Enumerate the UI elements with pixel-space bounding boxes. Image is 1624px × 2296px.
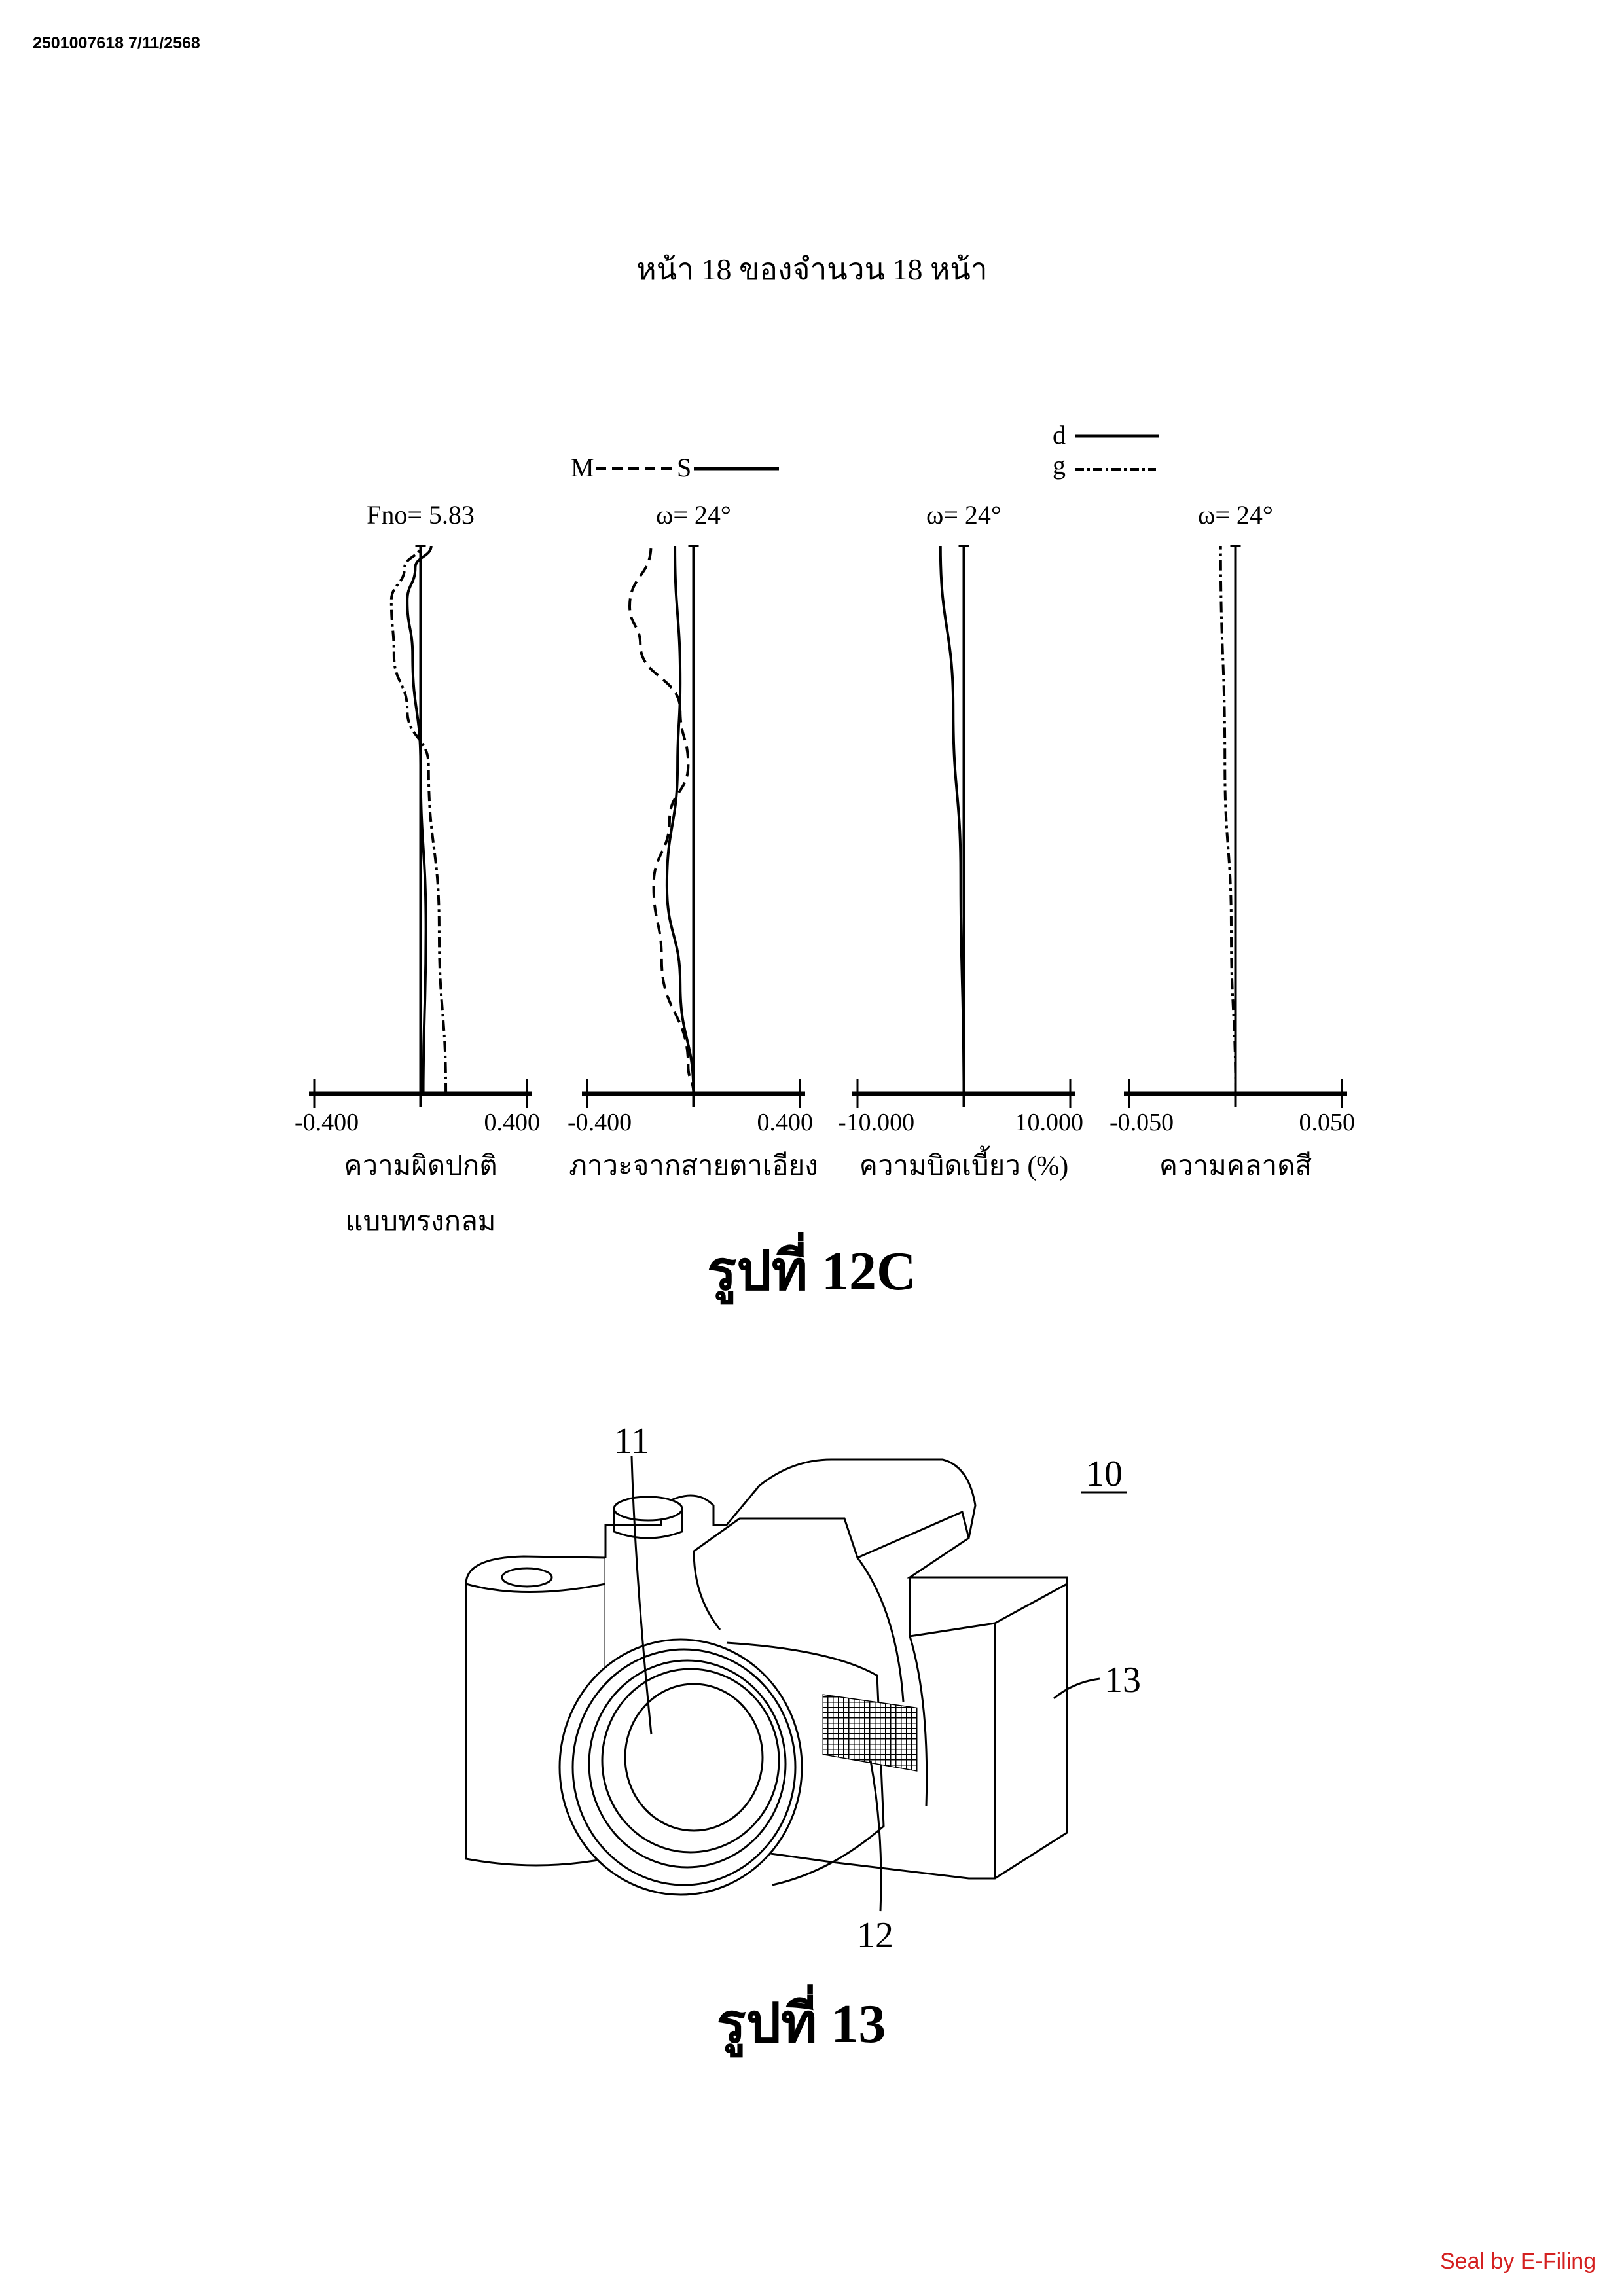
series-g-curve — [1219, 545, 1237, 1094]
legend-s: S — [677, 453, 691, 482]
plot-title: Fno= 5.83 — [367, 500, 475, 529]
legend-d: d — [1053, 420, 1066, 450]
figure-13-caption: รูปที่ 13 — [717, 1984, 886, 2058]
camera-drawing — [465, 1456, 1100, 1912]
series-d-curve — [406, 545, 433, 1094]
tick-label-right: 0.400 — [757, 1109, 814, 1136]
x-axis-label: ภาวะจากสายตาเอียง — [569, 1151, 818, 1181]
tick-label-left: -0.400 — [568, 1109, 632, 1136]
label-lens: 11 — [614, 1421, 649, 1462]
legend-m: M — [571, 453, 594, 482]
plot-title: ω= 24° — [1198, 500, 1273, 529]
legend-g: g — [1053, 450, 1066, 480]
label-camera: 10 — [1086, 1454, 1123, 1494]
series-s-curve — [665, 545, 695, 1094]
tick-label-right: 0.400 — [484, 1109, 541, 1136]
grille — [822, 1694, 918, 1772]
series-distortion-curve — [939, 545, 965, 1094]
tick-label-right: 10.000 — [1015, 1109, 1084, 1136]
label-grip: 13 — [1104, 1660, 1141, 1700]
x-axis-label: ความผิดปกติ — [344, 1151, 497, 1181]
tick-label-right: 0.050 — [1299, 1109, 1356, 1136]
x-axis-label: ความบิดเบี้ยว (%) — [859, 1145, 1069, 1181]
seal-text: Seal by E-Filing — [1440, 2249, 1597, 2274]
x-axis-label-line2: แบบทรงกลม — [346, 1207, 496, 1237]
series-g-curve — [389, 545, 448, 1094]
page-header: หน้า 18 ของจำนวน 18 หน้า — [636, 253, 988, 286]
series-m-curve — [628, 545, 695, 1094]
tick-label-left: -0.050 — [1110, 1109, 1174, 1136]
tick-label-left: -0.400 — [295, 1109, 359, 1136]
legend: M S d g — [571, 420, 1159, 482]
plot-title: ω= 24° — [656, 500, 731, 529]
tick-label-left: -10.000 — [838, 1109, 914, 1136]
x-axis-label: ความคลาดสี — [1159, 1151, 1312, 1181]
figure-12c-caption: รูปที่ 12C — [707, 1232, 916, 1305]
plot-title: ω= 24° — [926, 500, 1001, 529]
document-id: 2501007618 7/11/2568 — [33, 34, 200, 52]
label-grille: 12 — [857, 1915, 893, 1956]
